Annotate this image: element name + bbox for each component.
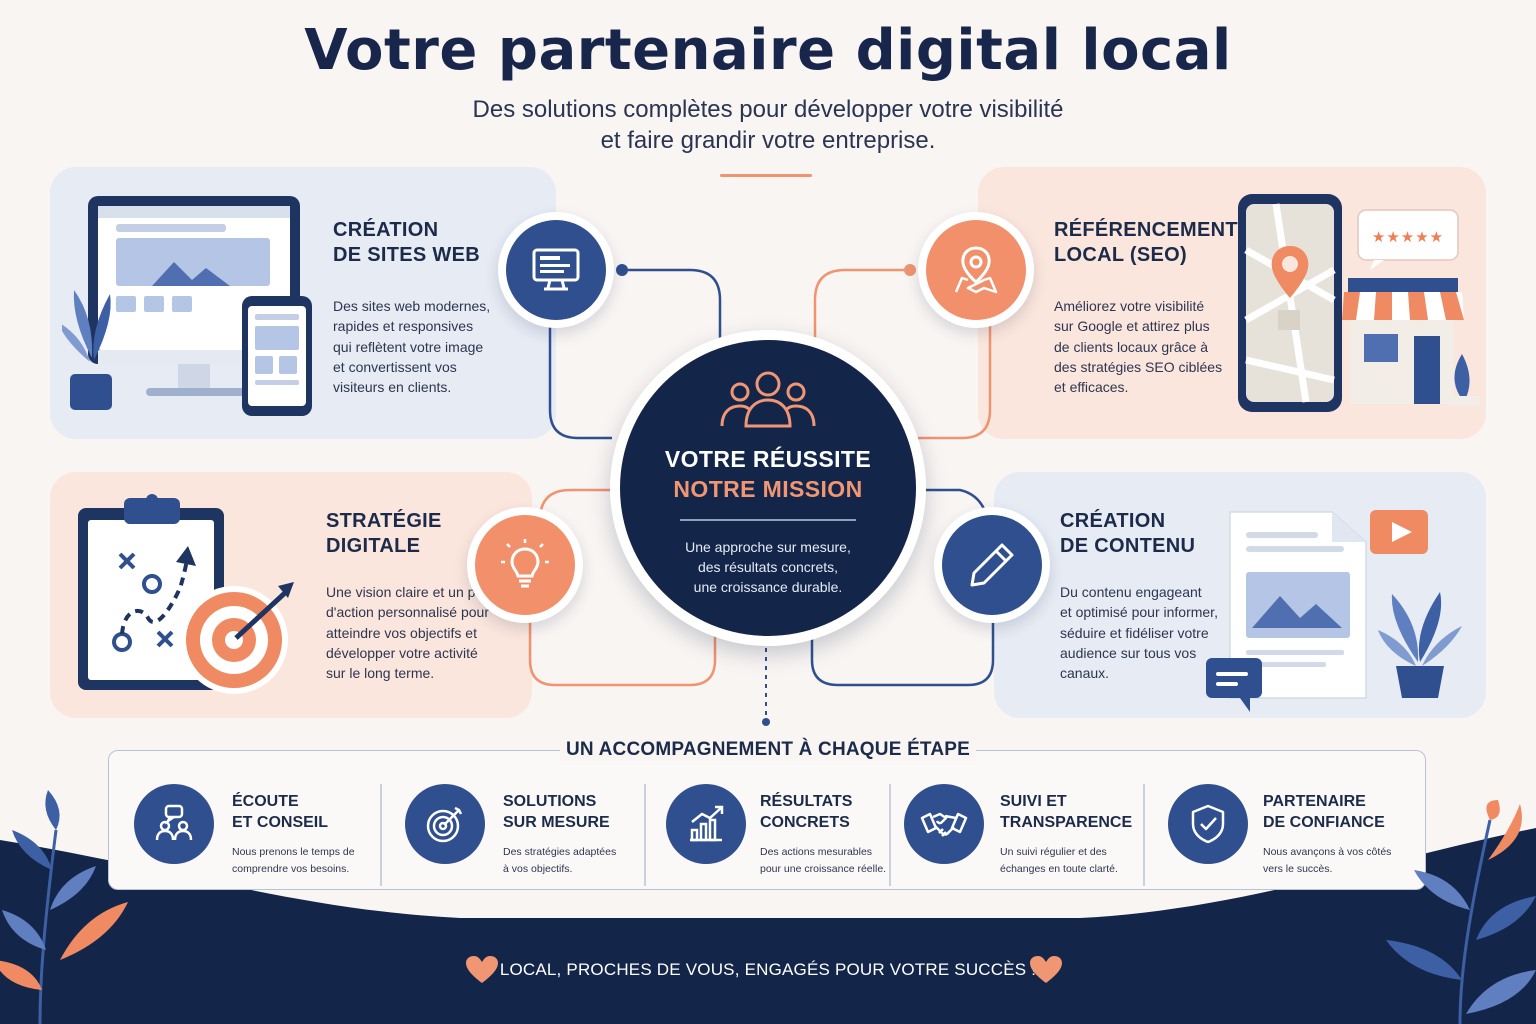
decorative-leaves-right xyxy=(1386,800,1536,1024)
step-divider xyxy=(1143,784,1145,886)
map-pin-icon xyxy=(926,220,1026,320)
decorative-leaves-left xyxy=(0,790,128,1024)
center-subtitle: notre mission xyxy=(673,476,863,502)
rating-stars-icon: ★★★★★ xyxy=(1372,228,1444,246)
center-circle-core xyxy=(620,340,916,636)
growth-chart-icon xyxy=(666,784,746,864)
strategy-illustration xyxy=(78,494,294,694)
center-title: Votre réussite xyxy=(664,446,872,472)
center-divider xyxy=(680,519,856,521)
subtitle-line-2: et faire grandir votre entreprise. xyxy=(600,127,936,154)
chat-people-icon xyxy=(134,784,214,864)
step-listen-title: Écouteet conseil xyxy=(232,793,329,831)
service-icon-web xyxy=(498,212,614,328)
heart-icon xyxy=(466,956,498,983)
handshake-icon xyxy=(904,784,984,864)
step-partner-title: Partenairede confiance xyxy=(1263,793,1385,831)
card-seo-title: Référencement local (SEO) xyxy=(1054,219,1238,266)
card-web-title: Création de sites web xyxy=(333,219,480,266)
subtitle-line-1: Des solutions complètes pour développer … xyxy=(472,96,1064,123)
target-icon xyxy=(405,784,485,864)
card-web-body: Des sites web modernes,rapides et respon… xyxy=(333,298,491,396)
service-icon-content xyxy=(934,507,1050,623)
title-divider xyxy=(720,174,812,177)
page-title: Votre partenaire digital local xyxy=(304,18,1232,83)
website-illustration xyxy=(62,196,312,416)
service-icon-seo xyxy=(918,212,1034,328)
service-icon-strategy xyxy=(467,507,583,623)
card-content-title: Création de contenu xyxy=(1060,510,1196,557)
lightbulb-icon xyxy=(475,515,575,615)
page-subtitle: Des solutions complètes pour développer … xyxy=(0,94,1536,156)
pencil-icon xyxy=(942,515,1042,615)
footer-bar xyxy=(0,930,1536,1024)
content-illustration xyxy=(1206,510,1462,712)
steps-heading: Un accompagnement à chaque étape xyxy=(560,739,976,761)
step-results-title: Résultatsconcrets xyxy=(760,793,853,831)
shield-check-icon xyxy=(1168,784,1248,864)
center-body: Une approche sur mesure,des résultats co… xyxy=(685,539,851,595)
step-divider xyxy=(889,784,891,886)
card-strategy-title: Stratégie digitale xyxy=(326,510,442,557)
step-divider xyxy=(644,784,646,886)
step-followup-title: Suivi ettransparence xyxy=(1000,793,1133,831)
step-divider xyxy=(380,784,382,886)
step-solutions-title: Solutionssur mesure xyxy=(503,793,610,831)
footer-tagline: LOCAL, PROCHES DE VOUS, ENGAGÉS POUR VOT… xyxy=(499,960,1037,979)
seo-illustration: ★★★★★ xyxy=(1238,194,1480,412)
monitor-icon xyxy=(506,220,606,320)
heart-icon xyxy=(1030,956,1062,983)
team-icon xyxy=(720,371,816,428)
